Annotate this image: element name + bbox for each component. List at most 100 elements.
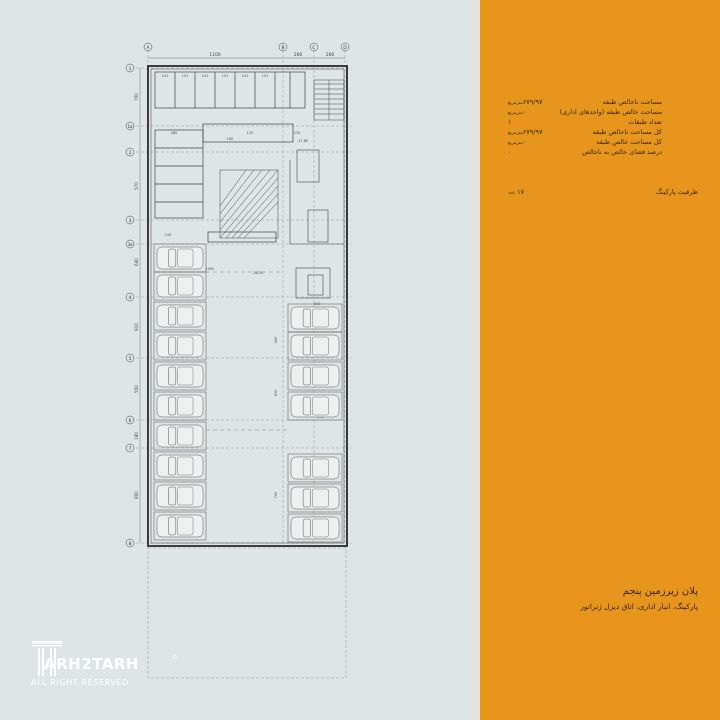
- dim-inner-10: 600: [274, 390, 278, 397]
- stat-value: ۰مترمربع: [506, 138, 526, 146]
- row-grid-markers: 1 1a 2 3 3a 4 5 6 7 8: [125, 63, 135, 548]
- parked-car: [287, 331, 343, 361]
- dim-inner-4: 120: [247, 131, 254, 135]
- aisle-markings: [206, 271, 290, 431]
- dim-left-6: 180: [134, 432, 139, 440]
- parked-car: [153, 451, 207, 481]
- parked-car: [153, 481, 207, 511]
- parked-car: [153, 271, 207, 301]
- storage-labels: 101 101 101 101 101 101: [162, 74, 269, 78]
- floor-plan-area: A B C D 1 1a 2 3 3a 4 5 6 7 8: [125, 42, 352, 679]
- stat-number: ۶۷۹/۹۷: [522, 128, 543, 136]
- dim-inner-11: 760: [274, 492, 278, 499]
- stat-value: ۰: [506, 148, 512, 156]
- stat-unit: مترمربع: [508, 141, 523, 146]
- storage-label: 101: [262, 74, 269, 78]
- row-label-5: 5: [129, 356, 132, 362]
- dim-inner-2: 480: [171, 131, 178, 135]
- storage-label: 101: [222, 74, 229, 78]
- stat-number: ۰: [522, 138, 527, 146]
- inner-dimensions: 1060 480 240 120 230 160 500 500 480 600…: [165, 131, 324, 498]
- stat-number: ۱: [508, 118, 512, 126]
- row-label-4: 4: [129, 295, 132, 301]
- column-grid-markers: A B C D: [143, 42, 350, 52]
- row-label-8: 8: [129, 541, 132, 547]
- parked-car: [153, 391, 207, 421]
- row-label-7: 7: [129, 446, 132, 452]
- stat-label: مساحت خالص طبقه (واحدهای اداری): [559, 108, 662, 116]
- lot-outline: [147, 547, 347, 679]
- service-shafts: [289, 149, 344, 299]
- row-label-2: 2: [129, 150, 132, 156]
- row-label-3a: 3a: [128, 242, 134, 247]
- stat-number: ۰: [508, 148, 512, 156]
- parking-capacity-number: ۱۷: [517, 188, 525, 196]
- parked-car: [153, 301, 207, 331]
- level-marks: -17.85 -16.20: [252, 139, 308, 275]
- parking-stalls: [153, 243, 343, 543]
- logo-wordmark: ARH2TARH: [44, 655, 139, 673]
- dim-left-5: 550: [134, 385, 139, 393]
- stat-label: مساحت ناخالص طبقه: [602, 98, 662, 106]
- parked-car: [287, 453, 343, 483]
- stat-unit: مترمربع: [508, 111, 523, 116]
- stat-number: ۶۷۹/۹۷: [522, 98, 543, 106]
- stair-core: [313, 79, 345, 121]
- stat-number: ۰: [522, 108, 527, 116]
- storage-left-block: [154, 123, 294, 243]
- dim-inner-9: 480: [274, 337, 278, 344]
- logo-rights: ALL RIGHT RESERVED: [31, 678, 129, 687]
- level-mark-1: -17.85: [297, 139, 308, 143]
- dim-left-4: 910: [134, 323, 139, 331]
- stat-unit: مترمربع: [508, 131, 523, 136]
- exterior-walls: [147, 65, 348, 547]
- parking-capacity-value: ۱۷ عدد: [506, 188, 524, 196]
- row-label-1: 1: [129, 66, 132, 72]
- column-label-a: A: [146, 45, 150, 51]
- column-label-d: D: [343, 45, 347, 51]
- stat-value: ۰مترمربع: [506, 108, 526, 116]
- storage-label: 101: [162, 74, 169, 78]
- row-label-3: 3: [129, 218, 132, 224]
- storage-label: 101: [182, 74, 189, 78]
- storage-row-top: [154, 71, 306, 109]
- parking-capacity-label: ظرفیت پارکینگ: [655, 188, 698, 196]
- parked-car: [153, 421, 207, 451]
- parked-car: [153, 331, 207, 361]
- column-label-c: C: [312, 45, 315, 51]
- top-dimensions: 1100 260 260: [148, 52, 345, 59]
- left-dimensions: 700 570 640 910 550 180 800: [134, 68, 141, 543]
- plan-subtitle: پارکینگ، انبار اداری، اتاق دیزل ژنراتور: [580, 602, 698, 611]
- stat-row: مساحت خالص طبقه (واحدهای اداری) ۰مترمربع: [480, 108, 710, 117]
- dim-left-2: 570: [134, 182, 139, 190]
- parked-car: [287, 391, 343, 421]
- plan-title: پلان زیرزمین پنجم: [622, 586, 698, 597]
- parked-car: [153, 511, 207, 541]
- dim-top-3: 260: [326, 52, 335, 58]
- stat-value: ۶۷۹/۹۷مترمربع: [506, 128, 542, 136]
- dim-left-7: 800: [134, 491, 139, 499]
- logo-registered-mark: ©: [172, 654, 178, 661]
- dim-inner-6: 160: [227, 137, 234, 141]
- parked-car: [287, 361, 343, 391]
- parking-capacity-row: ظرفیت پارکینگ ۱۷ عدد: [480, 188, 710, 198]
- parked-car: [287, 513, 343, 543]
- parked-car: [153, 243, 207, 273]
- stat-value: ۱: [506, 118, 512, 126]
- dim-inner-5: 230: [294, 131, 301, 135]
- dim-inner-3: 240: [165, 233, 172, 237]
- floor-plan-drawing: A B C D 1 1a 2 3 3a 4 5 6 7 8: [125, 42, 352, 679]
- storage-label: 101: [202, 74, 209, 78]
- column-label-b: B: [281, 45, 284, 51]
- dim-top-1: 1100: [209, 52, 221, 58]
- dim-inner-1: 1060: [206, 267, 215, 271]
- parking-capacity-unit: عدد: [508, 191, 516, 196]
- row-label-1a: 1a: [128, 124, 134, 129]
- parked-car: [287, 483, 343, 513]
- level-mark-2: -16.20: [252, 271, 263, 275]
